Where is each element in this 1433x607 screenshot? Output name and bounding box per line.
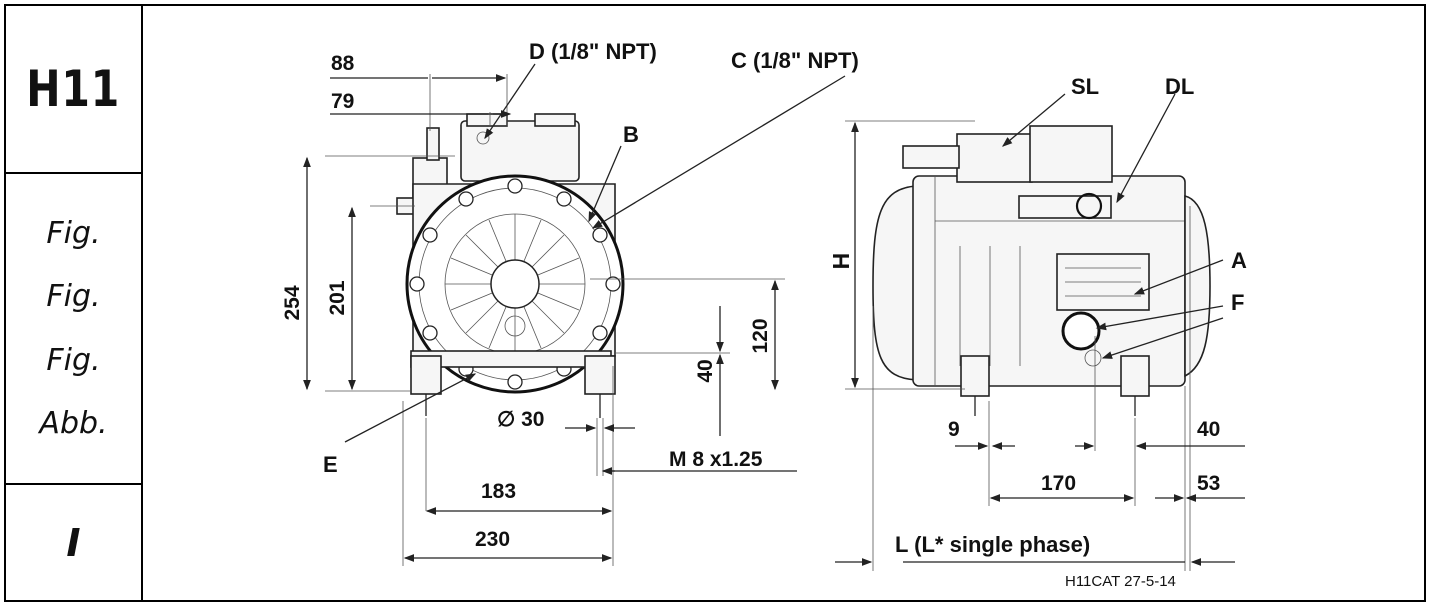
label-dl: DL <box>1165 74 1194 99</box>
label-f: F <box>1231 290 1244 315</box>
dim-m8: M 8 x1.25 <box>669 448 763 471</box>
label-e: E <box>323 452 338 477</box>
fig-label-3: Fig. <box>46 342 101 378</box>
label-b: B <box>623 122 639 147</box>
dim-88: 88 <box>331 52 355 75</box>
label-c: C (1/8" NPT) <box>731 48 859 73</box>
dim-183: 183 <box>481 480 516 503</box>
dim-40: 40 <box>694 359 717 382</box>
dim-254: 254 <box>281 285 304 320</box>
figure-cell: Fig. Fig. Fig. Abb. <box>6 174 141 485</box>
label-d: D (1/8" NPT) <box>529 39 657 64</box>
label-h: H <box>828 253 854 270</box>
dim-53: 53 <box>1197 472 1220 495</box>
side-view: SL DL H A F 9 40 170 53 L (L* single pha… <box>828 74 1247 590</box>
fig-label-2: Fig. <box>46 279 101 315</box>
dim-230: 230 <box>475 528 510 551</box>
drawing-ref: H11CAT 27-5-14 <box>1065 573 1176 590</box>
technical-drawing: 88 79 D (1/8" NPT) C (1/8" NPT) B 254 20… <box>281 39 1247 590</box>
dim-9: 9 <box>948 418 960 441</box>
dim-201: 201 <box>326 280 349 315</box>
fig-label-1: Fig. <box>46 216 101 252</box>
language-label: I <box>66 520 81 565</box>
dim-170: 170 <box>1041 472 1076 495</box>
datasheet-frame: H11 Fig. Fig. Fig. Abb. I <box>4 4 1426 602</box>
dim-79: 79 <box>331 90 354 113</box>
label-a: A <box>1231 248 1247 273</box>
fig-label-4: Abb. <box>39 405 108 441</box>
dim-40-side: 40 <box>1197 418 1220 441</box>
model-label: H11 <box>26 60 121 118</box>
dim-dia30: ∅ 30 <box>497 408 545 431</box>
dim-l: L (L* single phase) <box>895 532 1090 557</box>
front-view: 88 79 D (1/8" NPT) C (1/8" NPT) B 254 20… <box>281 39 859 566</box>
language-cell: I <box>6 485 141 600</box>
label-sl: SL <box>1071 74 1099 99</box>
label-column: H11 Fig. Fig. Fig. Abb. I <box>6 6 143 600</box>
model-cell: H11 <box>6 6 141 174</box>
dim-120: 120 <box>749 318 772 353</box>
